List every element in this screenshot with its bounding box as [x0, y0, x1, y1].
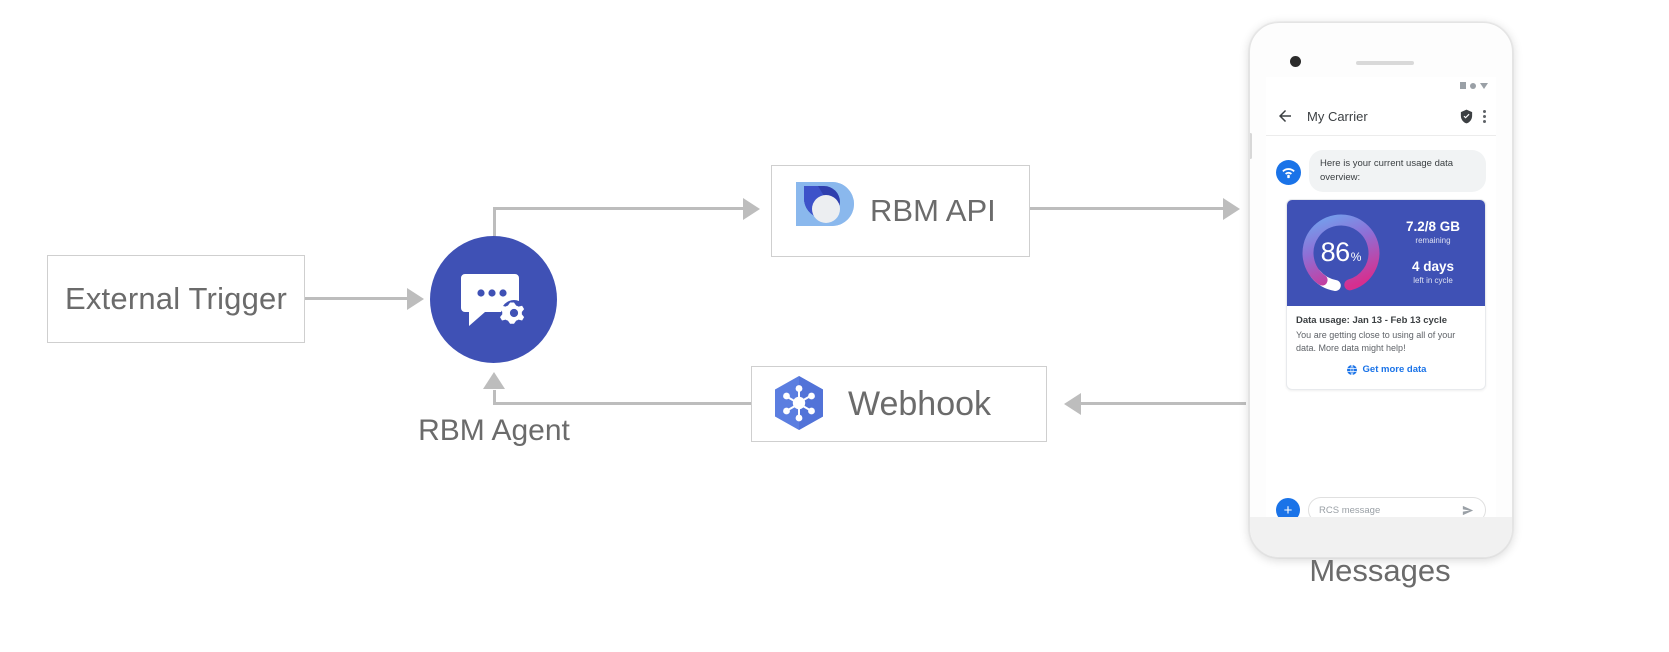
phone-side-button[interactable] [1250, 133, 1252, 159]
phone-mockup: My Carrier Here is your [1249, 22, 1513, 558]
arrow-trigger-to-agent-head [407, 288, 424, 310]
overflow-menu-icon[interactable] [1483, 109, 1486, 123]
hexagon-nodes-icon [775, 376, 823, 430]
wifi-dot-icon [1470, 82, 1476, 89]
status-bar [1266, 77, 1496, 97]
app-bar-title: My Carrier [1307, 108, 1368, 124]
app-bar: My Carrier [1266, 97, 1496, 136]
message-thread: Here is your current usage data overview… [1266, 136, 1496, 488]
webhook-label: Webhook [848, 384, 992, 423]
chat-gear-icon [460, 273, 527, 326]
rich-card[interactable]: 86 % 7.2/8 GB remaining 4 days lef [1286, 198, 1486, 390]
arrow-webhook-to-agent-head [483, 372, 505, 389]
arrow-api-to-phone [1030, 207, 1223, 210]
arrow-agent-to-api-head [743, 198, 760, 220]
gauge-stats: 7.2/8 GB remaining 4 days left in cycle [1385, 219, 1479, 286]
rich-card-body: Data usage: Jan 13 - Feb 13 cycle You ar… [1287, 306, 1485, 389]
composer-placeholder: RCS message [1319, 504, 1381, 516]
phone-camera-icon [1290, 56, 1301, 67]
phone-earpiece [1356, 61, 1414, 65]
arrow-agent-to-api-vertical [493, 207, 496, 247]
rbm-droplet-icon [796, 182, 854, 226]
arrow-trigger-to-agent [305, 297, 407, 300]
battery-icon [1480, 82, 1488, 89]
stat-caption: left in cycle [1413, 275, 1453, 285]
stat-caption: remaining [1415, 235, 1451, 245]
arrow-phone-to-webhook-head [1064, 393, 1081, 415]
gauge-value: 86 % [1297, 209, 1385, 297]
gauge-percent-number: 86 [1320, 237, 1351, 268]
rich-card-description: You are getting close to using all of yo… [1296, 329, 1456, 353]
rbm-api-label: RBM API [870, 193, 996, 228]
phone-screen: My Carrier Here is your [1266, 77, 1496, 517]
get-more-data-button[interactable]: Get more data [1296, 355, 1476, 385]
phone-chin [1250, 517, 1512, 557]
node-rbm-api[interactable]: RBM API [771, 165, 1030, 257]
send-icon[interactable] [1461, 504, 1475, 517]
arrow-agent-to-api-horizontal [493, 207, 743, 210]
usage-gauge: 86 % [1297, 209, 1385, 297]
plus-icon[interactable]: + [1276, 498, 1300, 517]
signal-icon [1460, 82, 1466, 89]
status-bar-icons [1460, 82, 1488, 89]
node-rbm-agent[interactable] [430, 236, 557, 363]
rbm-agent-label: RBM Agent [418, 414, 570, 447]
stat-value: 7.2/8 GB [1405, 219, 1461, 235]
arrow-webhook-to-agent-vertical [493, 390, 496, 404]
external-trigger-label: External Trigger [64, 281, 288, 316]
incoming-message-row: Here is your current usage data overview… [1266, 150, 1496, 192]
back-arrow-icon[interactable] [1276, 107, 1294, 125]
messages-label: Messages [1309, 553, 1451, 588]
rich-card-title: Data usage: Jan 13 - Feb 13 cycle [1296, 314, 1448, 326]
stat-data-remaining: 7.2/8 GB remaining [1387, 219, 1479, 246]
stat-value: 4 days [1411, 259, 1455, 275]
arrow-webhook-to-agent-horizontal [493, 402, 751, 405]
globe-icon [1346, 364, 1357, 376]
node-external-trigger[interactable]: External Trigger [47, 255, 305, 343]
arrow-api-to-phone-head [1223, 198, 1240, 220]
node-webhook[interactable]: Webhook [751, 366, 1047, 442]
get-more-data-label: Get more data [1362, 364, 1427, 376]
rcs-message-input[interactable]: RCS message [1308, 497, 1486, 517]
gauge-panel: 86 % 7.2/8 GB remaining 4 days lef [1287, 199, 1485, 306]
gauge-percent-sign: % [1350, 250, 1362, 265]
arrow-phone-to-webhook [1081, 402, 1246, 405]
message-bubble: Here is your current usage data overview… [1309, 150, 1486, 192]
message-composer: + RCS message [1266, 488, 1496, 517]
stat-days-left: 4 days left in cycle [1387, 259, 1479, 286]
verified-shield-icon [1460, 109, 1473, 123]
carrier-wifi-avatar-icon [1276, 160, 1301, 185]
